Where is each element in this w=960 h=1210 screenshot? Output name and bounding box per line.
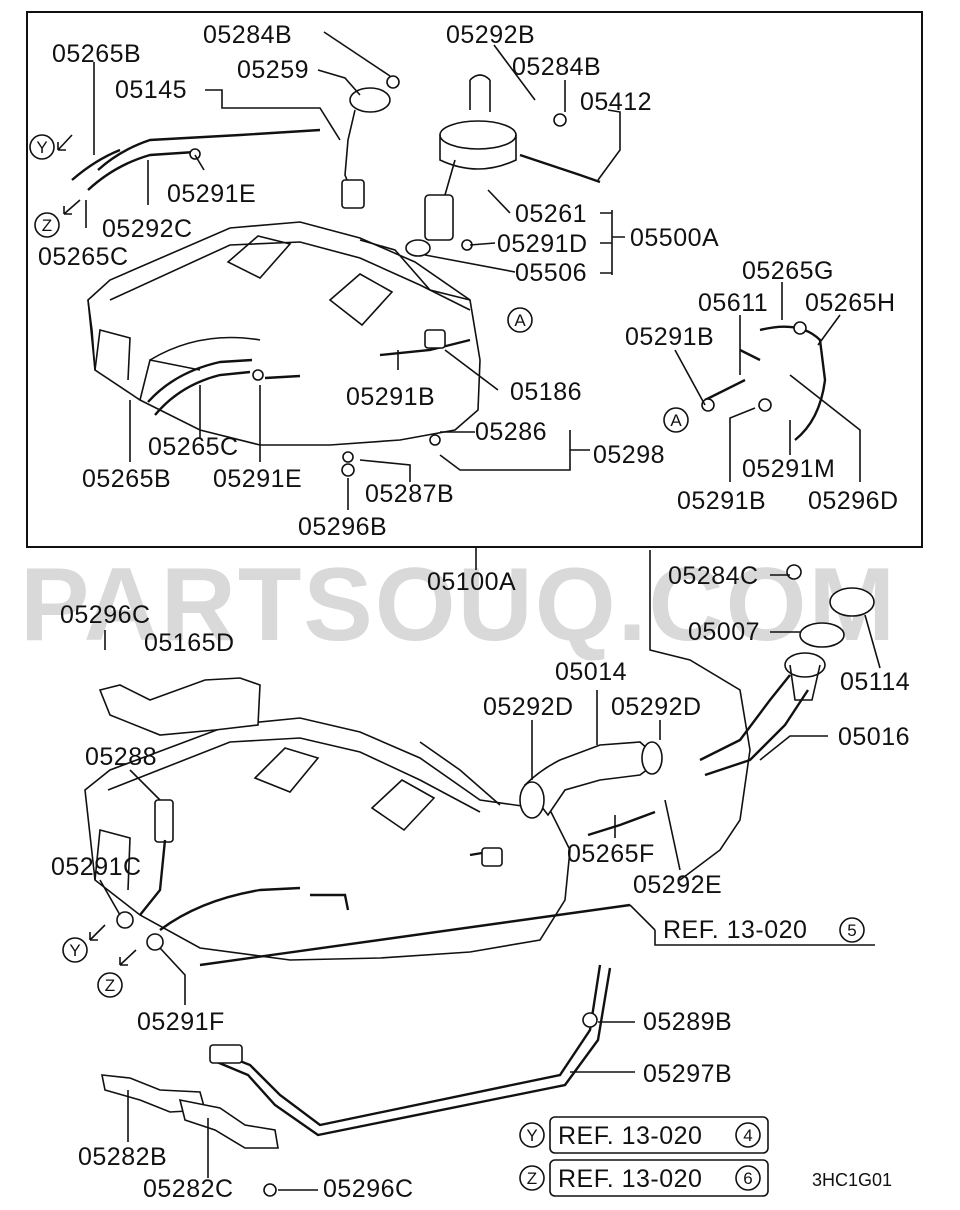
ref-4-marker: Y	[526, 1126, 537, 1145]
upper-hoses	[71, 128, 471, 416]
part-label-05165d[interactable]: 05165D	[144, 629, 235, 657]
ref-6-number: 6	[743, 1169, 752, 1188]
ref-4-number: 4	[743, 1126, 752, 1145]
part-label-05291e-2[interactable]: 05291E	[213, 465, 302, 493]
breather-hose	[587, 810, 656, 837]
part-label-05100a[interactable]: 05100A	[427, 568, 516, 596]
arrow-markers	[57, 134, 137, 966]
part-label-05292e[interactable]: 05292E	[633, 871, 722, 899]
part-label-05296c[interactable]: 05296C	[60, 601, 151, 629]
fuel-gauge-unit	[341, 87, 391, 209]
part-label-05288[interactable]: 05288	[85, 743, 157, 771]
ref-6[interactable]: Z REF. 13-020 6	[519, 1159, 769, 1197]
part-label-05296d[interactable]: 05296D	[808, 487, 899, 515]
part-label-05186[interactable]: 05186	[510, 378, 582, 406]
lower-hoses	[116, 839, 503, 951]
small-parts-upper	[189, 75, 807, 477]
svg-text:Y: Y	[36, 138, 47, 157]
part-label-05287b[interactable]: 05287B	[365, 480, 454, 508]
reference-rod	[199, 903, 631, 967]
filler-hose	[519, 741, 663, 819]
part-label-05291b-2[interactable]: 05291B	[346, 383, 435, 411]
part-label-05291b[interactable]: 05291B	[625, 323, 714, 351]
figure-code: 3HC1G01	[812, 1170, 892, 1190]
part-label-05611[interactable]: 05611	[698, 289, 768, 317]
vent-pipe	[649, 550, 751, 881]
part-label-05282c[interactable]: 05282C	[143, 1175, 234, 1203]
ref-6-marker: Z	[527, 1169, 537, 1188]
part-label-05265f[interactable]: 05265F	[567, 840, 655, 868]
svg-text:Z: Z	[42, 216, 52, 235]
upper-assembly-frame	[26, 11, 923, 548]
tank-band	[209, 964, 612, 1137]
part-label-05014[interactable]: 05014	[555, 658, 627, 686]
vapor-hose-set	[519, 153, 827, 441]
part-label-05292c[interactable]: 05292C	[102, 215, 193, 243]
part-label-05145[interactable]: 05145	[115, 76, 187, 104]
ref-5[interactable]: REF. 13-020 5	[663, 916, 865, 944]
part-label-05284c[interactable]: 05284C	[668, 562, 759, 590]
part-label-05506[interactable]: 05506	[515, 259, 587, 287]
part-label-05259[interactable]: 05259	[237, 56, 309, 84]
part-label-05291m[interactable]: 05291M	[742, 455, 835, 483]
ref-4-text: REF. 13-020	[558, 1122, 702, 1150]
part-label-05291e[interactable]: 05291E	[167, 180, 256, 208]
marker-y-top: Y	[29, 134, 55, 160]
part-label-05286[interactable]: 05286	[475, 418, 547, 446]
part-label-05007[interactable]: 05007	[688, 618, 760, 646]
tank-brackets	[101, 1074, 279, 1197]
part-label-05284b[interactable]: 05284B	[203, 21, 292, 49]
part-label-05289b[interactable]: 05289B	[643, 1008, 732, 1036]
marker-z-bottom: Z	[97, 972, 123, 998]
part-label-05265h[interactable]: 05265H	[805, 289, 896, 317]
svg-text:Y: Y	[69, 941, 80, 960]
part-label-05296b[interactable]: 05296B	[298, 513, 387, 541]
svg-text:Z: Z	[105, 976, 115, 995]
part-label-05500a[interactable]: 05500A	[630, 224, 719, 252]
marker-z-top: Z	[34, 212, 60, 238]
filler-neck-assembly	[699, 564, 875, 777]
fuel-pump-module	[405, 74, 517, 257]
part-label-05292b[interactable]: 05292B	[446, 21, 535, 49]
part-label-05265b[interactable]: 05265B	[52, 40, 141, 68]
part-label-05282b[interactable]: 05282B	[78, 1143, 167, 1171]
part-label-05265b-2[interactable]: 05265B	[82, 465, 171, 493]
marker-y-bottom: Y	[62, 937, 88, 963]
part-labels: 05265B 05284B 05292B 05145 05259 05284B …	[38, 21, 910, 1203]
leader-lines	[85, 31, 881, 1191]
ref-5-number: 5	[847, 921, 856, 940]
part-label-05265c[interactable]: 05265C	[38, 243, 129, 271]
part-label-05261[interactable]: 05261	[515, 200, 587, 228]
part-label-05298[interactable]: 05298	[593, 441, 665, 469]
part-label-05412[interactable]: 05412	[580, 88, 652, 116]
part-label-05265c-2[interactable]: 05265C	[148, 433, 239, 461]
part-label-05291f[interactable]: 05291F	[137, 1008, 225, 1036]
marker-a-top: A	[507, 307, 533, 333]
svg-text:A: A	[670, 411, 682, 430]
part-label-05291c[interactable]: 05291C	[51, 853, 142, 881]
ref-6-text: REF. 13-020	[558, 1165, 702, 1193]
svg-text:A: A	[514, 311, 526, 330]
part-label-05284b-2[interactable]: 05284B	[512, 53, 601, 81]
marker-a-right: A	[663, 407, 689, 433]
part-label-05265g[interactable]: 05265G	[742, 257, 834, 285]
part-label-05291b-3[interactable]: 05291B	[677, 487, 766, 515]
ref-5-text: REF. 13-020	[663, 916, 807, 944]
lower-fuel-tank	[84, 717, 571, 961]
watermark: PARTSOUQ.COM	[20, 547, 897, 663]
part-label-05296c-2[interactable]: 05296C	[323, 1175, 414, 1203]
ref-4[interactable]: Y REF. 13-020 4	[519, 1116, 769, 1154]
part-label-05297b[interactable]: 05297B	[643, 1060, 732, 1088]
part-label-05114[interactable]: 05114	[840, 668, 910, 696]
part-label-05292d[interactable]: 05292D	[483, 693, 574, 721]
part-label-05292d-2[interactable]: 05292D	[611, 693, 702, 721]
part-label-05016[interactable]: 05016	[838, 723, 910, 751]
filler-pipe	[154, 799, 174, 843]
tank-protector	[98, 677, 261, 736]
part-label-05291d[interactable]: 05291D	[497, 230, 588, 258]
